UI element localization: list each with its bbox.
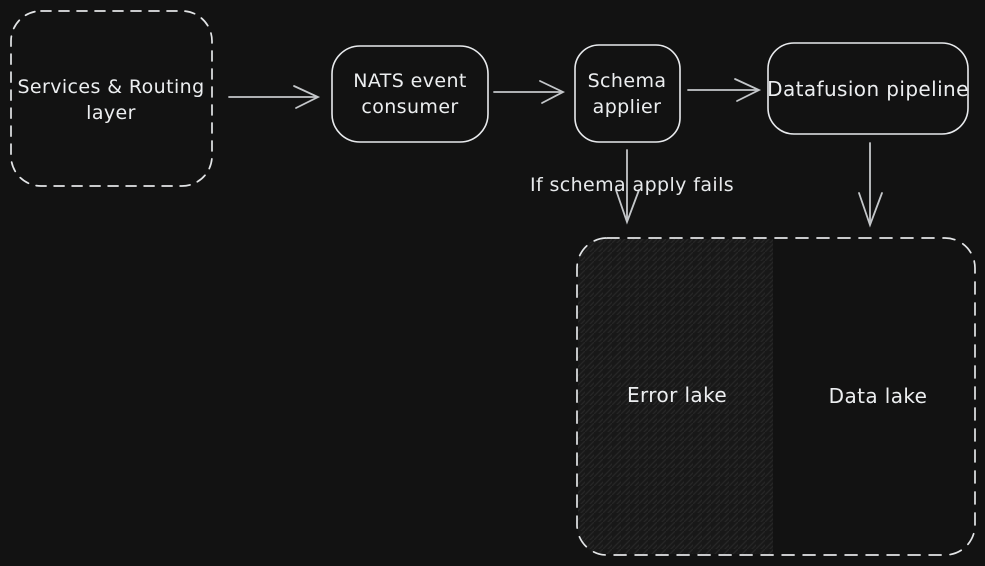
arrow-schema-to-error-lake[interactable] — [615, 149, 640, 225]
arrow-nats-to-schema[interactable] — [493, 80, 566, 104]
nats-consumer-label: NATS event consumer — [353, 68, 467, 120]
error-lake-region[interactable] — [578, 239, 773, 554]
nats-consumer-box[interactable] — [331, 45, 489, 143]
arrow-schema-to-datafusion[interactable] — [687, 78, 762, 102]
nats-consumer-label-line2: consumer — [361, 96, 459, 118]
nats-consumer-label-line1: NATS event — [353, 70, 467, 92]
lake-container-box[interactable] — [576, 237, 976, 556]
services-routing-label-line1: Services & Routing — [17, 76, 205, 98]
schema-applier-label: Schema applier — [588, 68, 667, 120]
datafusion-pipeline-label: Datafusion pipeline — [767, 77, 969, 101]
arrow-datafusion-to-data-lake[interactable] — [858, 142, 883, 228]
data-lake-label: Data lake — [828, 384, 928, 408]
services-routing-label-line2: layer — [86, 102, 136, 124]
datafusion-pipeline-box[interactable] — [767, 42, 969, 135]
arrow-services-to-nats[interactable] — [228, 85, 321, 109]
schema-applier-box[interactable] — [574, 44, 681, 143]
error-lake-label: Error lake — [626, 383, 728, 407]
services-routing-label: Services & Routing layer — [17, 74, 204, 126]
services-routing-box[interactable] — [10, 10, 213, 187]
schema-fail-condition-label: If schema apply fails — [529, 174, 735, 196]
schema-applier-label-line2: applier — [592, 96, 662, 118]
schema-applier-label-line1: Schema — [587, 70, 667, 92]
